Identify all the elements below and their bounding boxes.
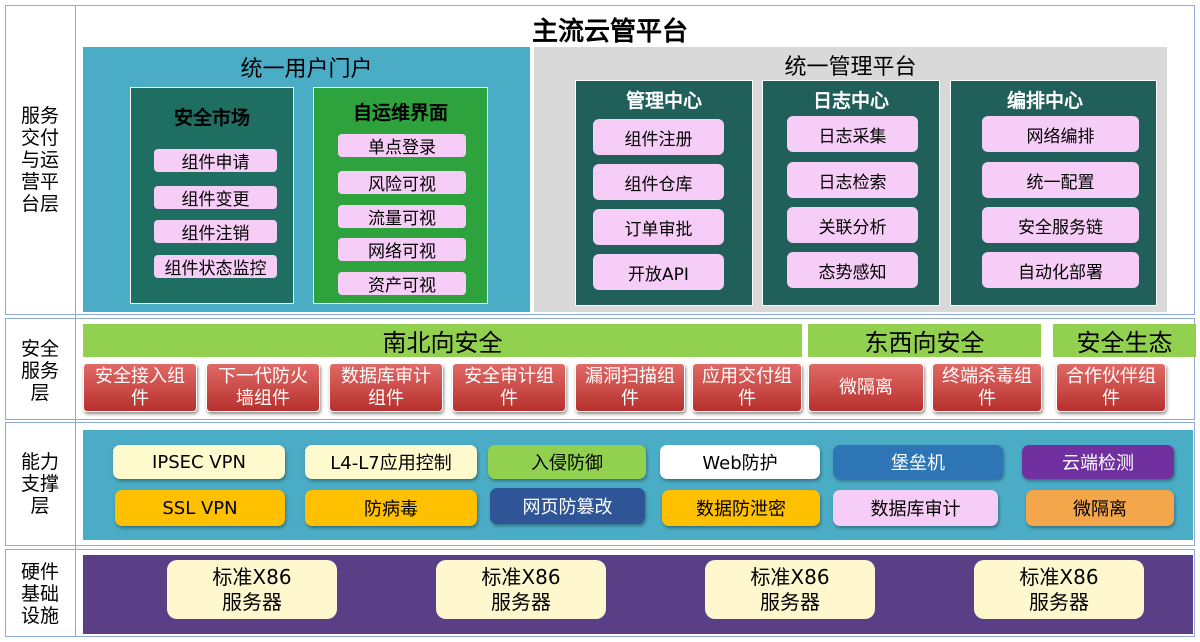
capability-layer-frame xyxy=(5,422,1195,546)
mgmt-column-title: 日志中心 xyxy=(812,89,889,112)
x86-server: 标准X86 服务器 xyxy=(705,560,875,619)
security-header-east-west: 东西向安全 xyxy=(808,324,1041,357)
mgmt-item: 开放API xyxy=(593,254,724,290)
ops-item: 资产可视 xyxy=(338,272,466,296)
mgmt-item: 组件仓库 xyxy=(593,164,724,200)
mgmt-item: 安全服务链 xyxy=(982,207,1139,243)
capability-item: 堡垒机 xyxy=(833,445,1003,479)
ops-box xyxy=(313,87,488,304)
market-item: 组件申请 xyxy=(154,149,277,173)
capability-item: 云端检测 xyxy=(1022,445,1174,479)
security-component: 安全审计组件 xyxy=(452,363,566,412)
mgmt-item: 日志采集 xyxy=(787,116,918,152)
capability-item: Web防护 xyxy=(660,445,820,479)
service-layer-frame xyxy=(5,5,1195,315)
security-header-north-south: 南北向安全 xyxy=(83,324,802,357)
ops-title: 自运维界面 xyxy=(352,101,448,124)
mgmt-item: 组件注册 xyxy=(593,119,724,155)
ops-item: 网络可视 xyxy=(338,238,466,262)
mgmt-item: 订单审批 xyxy=(593,209,724,245)
hardware-layer-frame xyxy=(5,549,1195,637)
mgmt-item: 态势感知 xyxy=(787,252,918,288)
x86-server: 标准X86 服务器 xyxy=(436,560,606,619)
mgmt-item: 统一配置 xyxy=(982,162,1139,198)
market-title: 安全市场 xyxy=(173,106,250,129)
mgmt-item: 日志检索 xyxy=(787,162,918,198)
market-item: 组件注销 xyxy=(154,220,277,244)
ops-item: 流量可视 xyxy=(338,205,466,229)
mgmt-item: 网络编排 xyxy=(982,116,1139,152)
security-component: 合作伙伴组件 xyxy=(1056,363,1166,412)
security-layer-frame xyxy=(5,318,1195,420)
security-component: 微隔离 xyxy=(808,363,924,412)
security-header-ecosystem: 安全生态 xyxy=(1053,324,1196,357)
capability-item: 微隔离 xyxy=(1026,490,1174,526)
page-title: 主流云管平台 xyxy=(531,16,688,47)
capability-layer-label: 能力支撑层 xyxy=(20,451,59,517)
security-component: 安全接入组件 xyxy=(83,363,197,412)
capability-item: 防病毒 xyxy=(305,490,477,526)
hardware-layer-label: 硬件基础设施 xyxy=(20,561,59,627)
capability-item: L4-L7应用控制 xyxy=(305,445,477,479)
mgmt-column-title: 管理中心 xyxy=(625,89,702,112)
capability-item: 数据防泄密 xyxy=(662,490,820,526)
capability-item: 入侵防御 xyxy=(488,445,646,479)
market-item: 组件变更 xyxy=(154,186,277,210)
portal-title: 统一用户门户 xyxy=(240,57,373,82)
mgmt-item: 关联分析 xyxy=(787,207,918,243)
security-component: 应用交付组件 xyxy=(692,363,802,412)
capability-item: 网页防篡改 xyxy=(490,488,645,524)
capability-item: IPSEC VPN xyxy=(113,445,285,479)
ops-item: 单点登录 xyxy=(338,134,466,158)
security-component: 终端杀毒组件 xyxy=(932,363,1042,412)
mgmt-item: 自动化部署 xyxy=(982,252,1139,288)
ops-item: 风险可视 xyxy=(338,171,466,195)
capability-item: 数据库审计 xyxy=(833,490,998,526)
label-divider xyxy=(75,5,76,637)
security-component: 数据库审计组件 xyxy=(329,363,443,412)
security-component: 漏洞扫描组件 xyxy=(575,363,685,412)
security-layer-label: 安全服务层 xyxy=(20,338,59,404)
mgmt-title: 统一管理平台 xyxy=(784,55,917,80)
capability-item: SSL VPN xyxy=(115,490,285,526)
service-layer-label: 服务交付与运营平台层 xyxy=(20,105,59,215)
x86-server: 标准X86 服务器 xyxy=(974,560,1144,619)
security-component: 下一代防火墙组件 xyxy=(206,363,320,412)
market-item: 组件状态监控 xyxy=(154,255,277,279)
mgmt-column-title: 编排中心 xyxy=(1006,89,1083,112)
x86-server: 标准X86 服务器 xyxy=(167,560,337,619)
